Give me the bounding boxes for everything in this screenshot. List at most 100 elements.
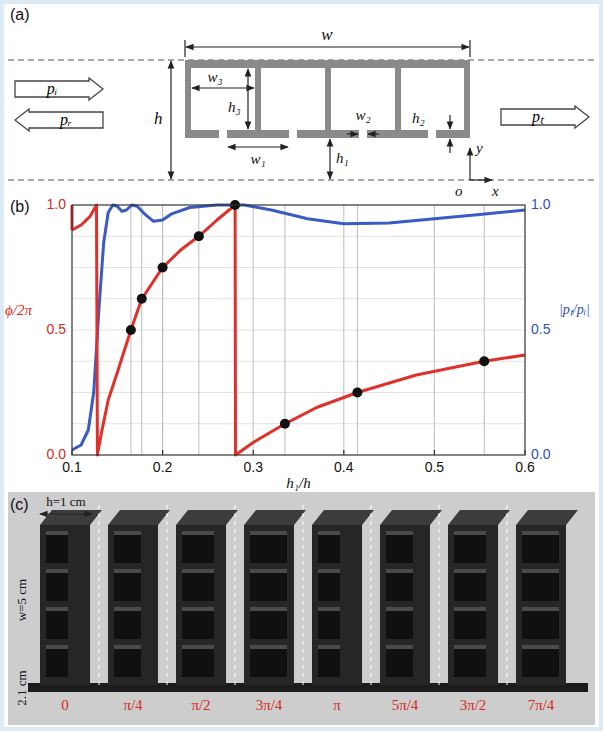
tick-label: 0.1 [62, 460, 81, 475]
plot-area [72, 205, 525, 455]
module-top [108, 510, 170, 525]
panel-label: (c) [10, 496, 29, 514]
module-cavity [114, 645, 141, 677]
data-point [194, 231, 204, 241]
dimension-label: h₁ [336, 150, 349, 167]
grid-line [434, 205, 435, 455]
cavity-wall [255, 68, 261, 130]
dimension-label: w [321, 26, 332, 45]
panel-label: (b) [10, 198, 30, 216]
module-cavity [250, 645, 287, 677]
dimension-arrow [170, 61, 171, 179]
module [448, 525, 498, 685]
grid-line [72, 361, 525, 362]
dimension-label: w₂ [355, 107, 370, 124]
dimension-arrow [449, 139, 450, 153]
module-cavity [250, 607, 287, 639]
module-cavity [318, 531, 340, 535]
module-top [380, 510, 442, 525]
module-cavity [114, 569, 141, 601]
module-cavity [454, 569, 486, 573]
tick-label: 0.3 [243, 460, 262, 475]
axis-label: y [476, 140, 483, 157]
module-cavity [386, 531, 413, 535]
data-point [352, 388, 362, 398]
module-cavity [182, 531, 214, 535]
module-cavity [114, 569, 141, 573]
module-cavity [46, 531, 68, 535]
divider-line [235, 505, 236, 688]
module-cavity [318, 607, 340, 611]
grid-line [198, 205, 199, 455]
module-cavity [454, 645, 486, 677]
grid-line [72, 236, 525, 237]
phase-label: π/2 [191, 697, 210, 714]
module-cavity [318, 645, 340, 677]
grid-line [162, 205, 163, 455]
module-top [448, 510, 510, 525]
module-cavity [386, 645, 413, 649]
tick-label: 0.6 [515, 460, 534, 475]
module-cavity [386, 569, 413, 601]
module-cavity [386, 645, 413, 677]
module-top [516, 510, 578, 525]
module-cavity [250, 607, 287, 611]
tick-mark [71, 450, 72, 455]
module-cavity [114, 531, 141, 535]
data-point [280, 419, 290, 429]
tick-label: 1.0 [531, 197, 550, 212]
neck-plate [297, 130, 359, 138]
module-cavity [522, 531, 559, 535]
module-cavity [454, 607, 486, 611]
module-cavity [46, 645, 68, 677]
data-point [137, 294, 147, 304]
dimension-label: h [154, 110, 163, 129]
module-top [244, 510, 306, 525]
module-top [40, 510, 102, 525]
cavity-wall [185, 68, 191, 130]
tick-label: 0.5 [425, 460, 444, 475]
module-cavity [454, 531, 486, 535]
dimension-label: h=1 cm [46, 495, 85, 509]
dimension-label: w=5 cm [15, 579, 29, 621]
module-cavity [386, 607, 413, 611]
module-cavity [182, 531, 214, 563]
divider-line [439, 505, 440, 688]
axis-title: ϕ/2π [5, 302, 32, 319]
cavity-wall [325, 68, 331, 130]
neck-plate [185, 130, 219, 138]
module-cavity [46, 645, 68, 649]
data-point [158, 263, 168, 273]
wave-arrow: pᵣ [14, 108, 104, 132]
axis-title: |pₜ/pᵢ| [559, 302, 590, 317]
transmission-curve [72, 205, 525, 450]
module-cavity [522, 569, 559, 573]
module-cavity [250, 569, 287, 601]
neck-plate [436, 130, 470, 138]
module-cavity [522, 645, 559, 677]
dimension-arrow [449, 115, 450, 129]
module-cavity [46, 607, 68, 639]
module [176, 525, 226, 685]
top-plate [185, 60, 470, 68]
divider-line [167, 505, 168, 688]
tick-mark [253, 450, 254, 455]
tick-mark [343, 450, 344, 455]
grid-line [357, 205, 358, 455]
grid-line [484, 205, 485, 455]
module-cavity [522, 569, 559, 601]
axis-arrow [469, 148, 470, 180]
wave-arrow: pᵢ [14, 77, 104, 101]
phase-label: 3π/4 [256, 697, 283, 714]
phase-label: 0 [61, 697, 69, 714]
axis-label: o [455, 183, 463, 200]
panel-label: (a) [10, 6, 30, 24]
module-cavity [522, 607, 559, 611]
module-cavity [114, 531, 141, 563]
grid-line [162, 205, 163, 455]
divider-line [371, 505, 372, 688]
module-cavity [46, 569, 68, 573]
dimension-arrow [247, 69, 248, 129]
module-cavity [318, 645, 340, 649]
grid-line [343, 205, 344, 455]
